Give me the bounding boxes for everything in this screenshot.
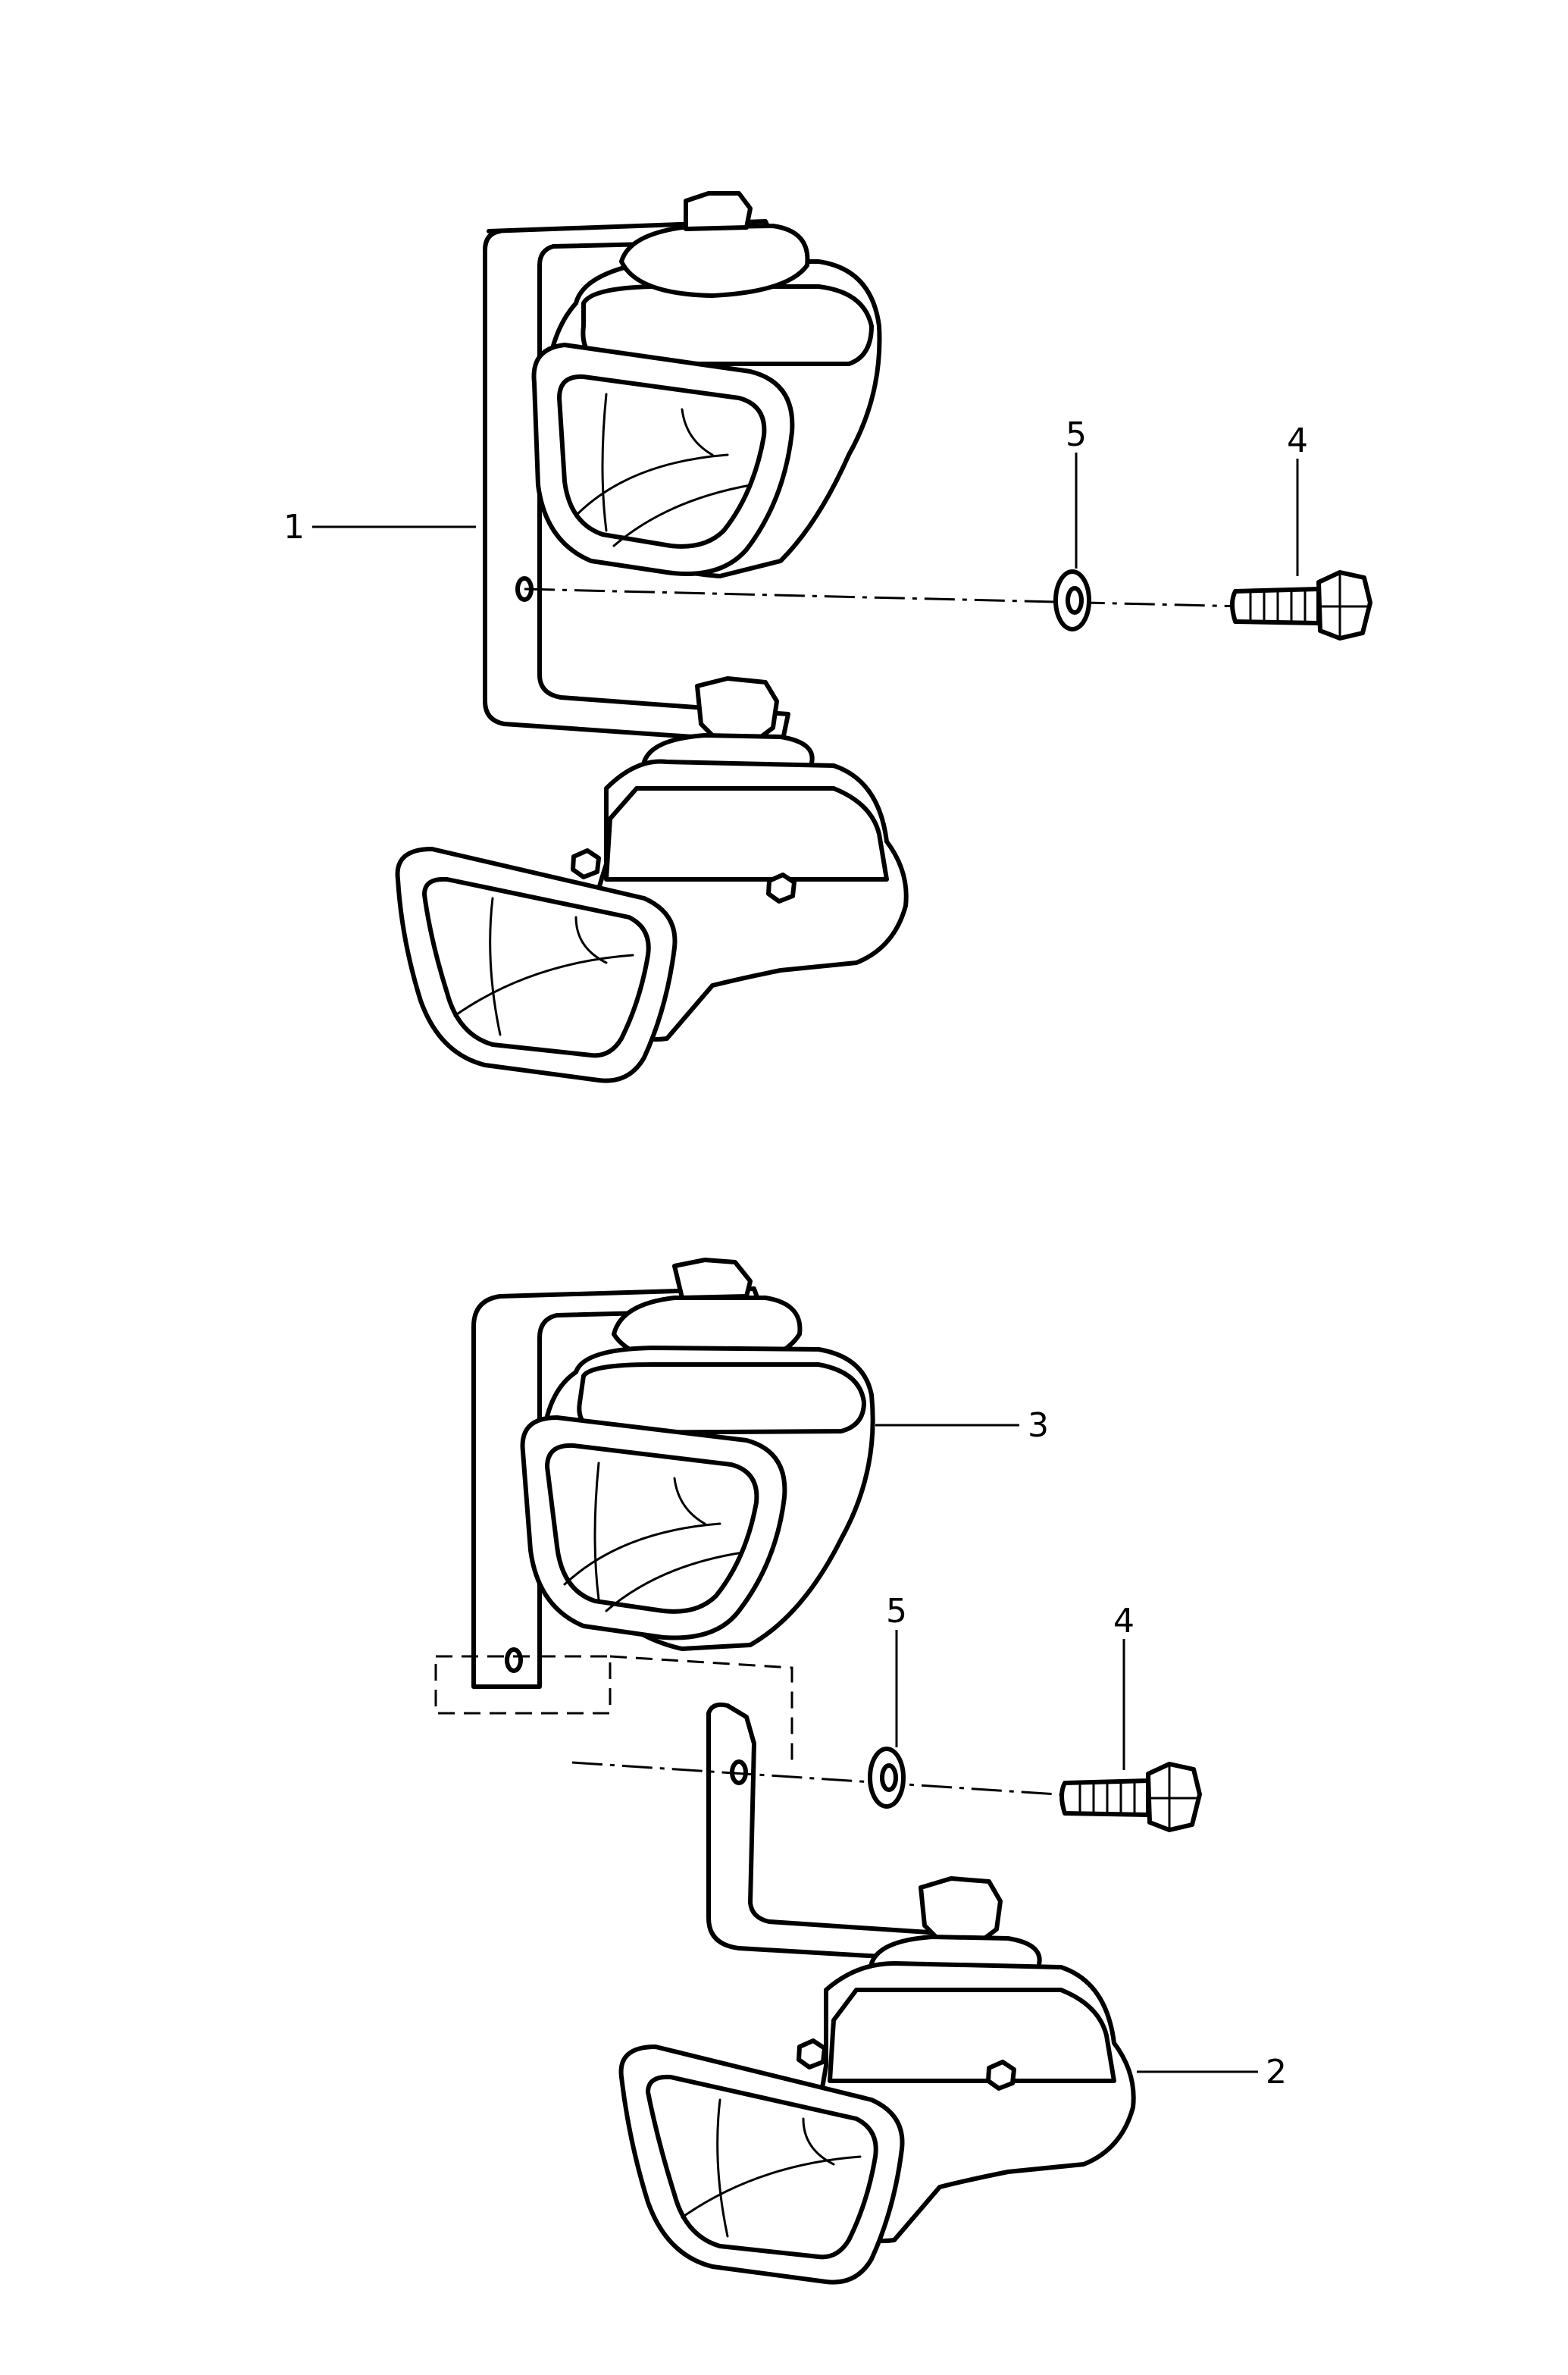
top-horn-assembly: 1 5 4	[283, 191, 1372, 1083]
bottom-high-horn	[520, 1258, 875, 1651]
bottom-bolt	[1059, 1762, 1202, 1832]
bracket-phantom-outline	[434, 1655, 793, 1766]
top-washer	[1053, 569, 1091, 631]
bottom-horn-assembly: 3 5 4 2	[434, 1258, 1287, 2285]
callout-2: 2	[1266, 2053, 1287, 2091]
bottom-low-horn	[618, 1876, 1136, 2285]
top-mounting-bracket	[483, 219, 790, 745]
callout-4-bottom: 4	[1113, 1602, 1135, 1640]
bottom-callouts: 3 5 4 2	[875, 1406, 1287, 2091]
bottom-washer	[868, 1747, 906, 1809]
callout-5-bottom: 5	[886, 1592, 907, 1631]
bottom-fastening-axis	[571, 1761, 1069, 1797]
callout-3: 3	[1028, 1406, 1049, 1445]
top-bolt	[1230, 570, 1372, 641]
top-upper-horn	[531, 191, 882, 578]
callout-1: 1	[283, 508, 305, 547]
callout-5-top: 5	[1066, 415, 1087, 454]
callout-4-top: 4	[1287, 421, 1308, 460]
bottom-lower-bracket	[706, 1702, 942, 1962]
top-lower-horn	[395, 676, 909, 1083]
top-callouts: 1 5 4	[283, 415, 1308, 576]
top-fastening-axis	[524, 587, 1244, 608]
